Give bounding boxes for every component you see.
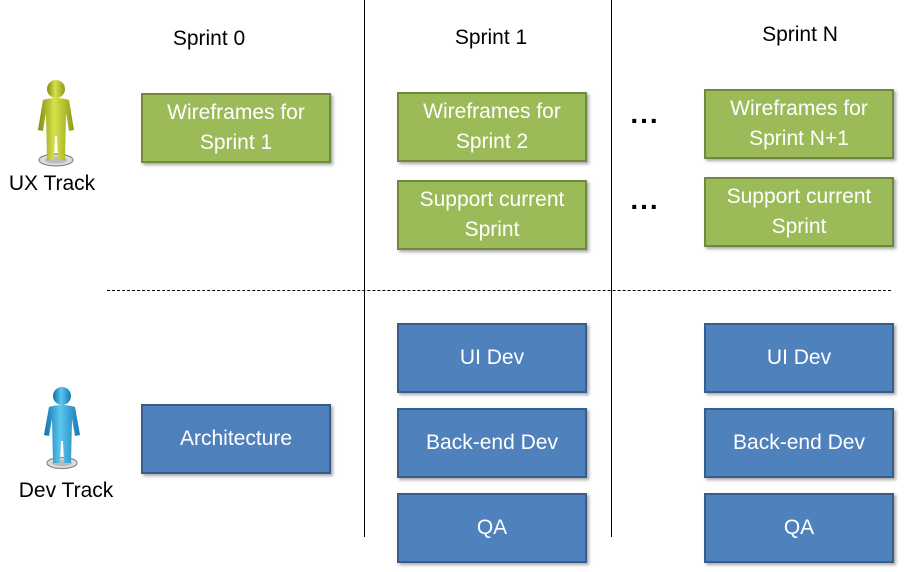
- track-separator: [107, 290, 891, 291]
- box-ui-dev-sprint-1: UI Dev: [397, 323, 587, 393]
- box-line: Sprint: [464, 218, 520, 241]
- sprint-0-header: Sprint 0: [172, 27, 246, 50]
- box-line: UI Dev: [459, 346, 525, 369]
- ux-person-icon: [38, 80, 74, 167]
- box-line: Wireframes for: [423, 100, 561, 123]
- sprint-separator-2: [611, 0, 612, 537]
- box-line: Sprint 2: [455, 130, 529, 153]
- dev-person-icon: [44, 387, 80, 470]
- box-support-current-sprint-1: Support current Sprint: [397, 180, 587, 250]
- ux-track-label: UX Track: [8, 172, 96, 195]
- box-qa-sprint-1: QA: [397, 493, 587, 563]
- box-wireframes-sprint-n-plus-1: Wireframes for Sprint N+1: [704, 89, 894, 159]
- box-line: UI Dev: [766, 346, 832, 369]
- box-support-current-sprint-n: Support current Sprint: [704, 177, 894, 247]
- box-architecture: Architecture: [141, 404, 331, 474]
- sprint-separator-1: [364, 0, 365, 537]
- box-wireframes-sprint-1: Wireframes for Sprint 1: [141, 93, 331, 163]
- box-line: Sprint 1: [199, 131, 273, 154]
- box-qa-sprint-n: QA: [704, 493, 894, 563]
- box-backend-dev-sprint-1: Back-end Dev: [397, 408, 587, 478]
- ellipsis-ux-2: ...: [630, 184, 660, 215]
- box-wireframes-sprint-2: Wireframes for Sprint 2: [397, 92, 587, 162]
- sprint-1-header: Sprint 1: [454, 26, 528, 49]
- box-line: Sprint: [771, 215, 827, 238]
- ellipsis-ux-1: ...: [630, 98, 660, 129]
- box-line: QA: [783, 516, 815, 539]
- box-line: Sprint N+1: [749, 127, 849, 150]
- box-line: QA: [476, 516, 508, 539]
- box-line: Support current: [726, 185, 872, 208]
- box-backend-dev-sprint-n: Back-end Dev: [704, 408, 894, 478]
- box-line: Wireframes for: [730, 97, 868, 120]
- box-line: Back-end Dev: [733, 431, 865, 454]
- box-line: Wireframes for: [167, 101, 305, 124]
- box-line: Support current: [419, 188, 565, 211]
- sprint-n-header: Sprint N: [762, 23, 838, 46]
- box-line: Architecture: [179, 427, 293, 450]
- dev-track-label: Dev Track: [18, 479, 114, 502]
- box-line: Back-end Dev: [426, 431, 558, 454]
- box-ui-dev-sprint-n: UI Dev: [704, 323, 894, 393]
